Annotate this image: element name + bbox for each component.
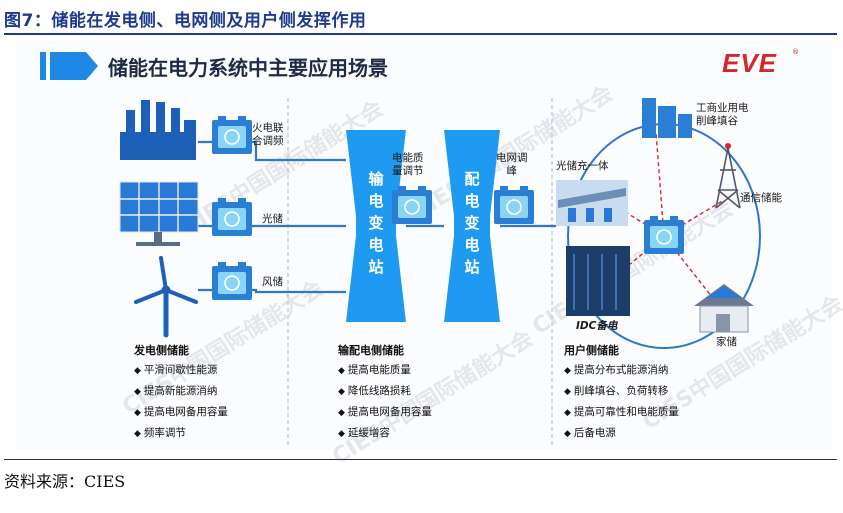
label-idc: IDC备电	[576, 320, 618, 332]
label-pv-storage: 光储	[262, 213, 283, 225]
section-title-generation: 发电侧储能	[134, 344, 189, 357]
bullet-item: 提高电能质量	[338, 362, 411, 377]
label-thermal-frequency: 火电联 合调频	[252, 122, 284, 148]
bullet-item: 后备电源	[564, 425, 616, 440]
bullet-item: 削峰填谷、负荷转移	[564, 383, 669, 398]
label-telecom: 通信储能	[740, 192, 782, 204]
bullet-item: 提高电网备用容量	[134, 404, 228, 419]
section-title-grid: 输配电侧储能	[338, 344, 404, 357]
bullet-item: 提高电网备用容量	[338, 404, 432, 419]
label-pv-charging: 光储充一体	[556, 160, 609, 172]
pv-charging-station-image	[556, 180, 628, 226]
tower-text: 配电变电站	[464, 170, 480, 276]
transmission-substation-label: 输电变电站	[366, 168, 386, 278]
label-power-quality: 电能质 量调节	[392, 152, 424, 177]
diagram-graphics	[119, 98, 761, 445]
label-commercial: 工商业用电 削峰填谷	[696, 102, 749, 127]
distribution-substation-tower	[444, 130, 500, 322]
figure-caption: 图7：储能在发电侧、电网侧及用户侧发挥作用	[4, 11, 367, 31]
source-note: 资料来源：CIES	[4, 472, 126, 491]
battery-icon	[212, 262, 252, 300]
battery-icon	[392, 186, 432, 224]
battery-icon	[212, 116, 252, 154]
panel-title: 储能在电力系统中主要应用场景	[108, 56, 388, 80]
thermal-plant-icon	[120, 100, 196, 160]
top-rule	[4, 33, 837, 35]
bullet-item: 提高可靠性和电能质量	[564, 404, 679, 419]
eve-logo: EVE	[722, 48, 778, 78]
bullet-item: 延缓增容	[338, 425, 390, 440]
diagram-panel: CIES中国国际储能大会 CIES中国国际储能大会 CIES中国国际储能大会 C…	[16, 40, 843, 470]
idc-server-image	[566, 246, 630, 316]
bullet-item: 提高新能源消纳	[134, 383, 218, 398]
label-line: 火电联 合调频	[252, 122, 284, 147]
section-title-user: 用户侧储能	[564, 344, 619, 357]
label-wind-storage: 风储	[262, 276, 283, 288]
label-peak-shaving-grid: 电网调 峰	[496, 152, 528, 177]
bullet-item: 降低线路损耗	[338, 383, 411, 398]
label-home: 家储	[716, 336, 737, 348]
house-icon	[694, 284, 754, 333]
battery-icon	[644, 216, 684, 254]
wind-turbine-icon	[134, 256, 198, 338]
battery-icon	[212, 198, 252, 236]
transmission-substation-tower	[346, 130, 406, 322]
title-marker-icon	[40, 52, 98, 80]
distribution-substation-label: 配电变电站	[462, 168, 482, 278]
battery-icon	[494, 186, 534, 224]
tower-text: 输电变电站	[368, 170, 384, 276]
bullet-item: 平滑间歇性能源	[134, 362, 218, 377]
solar-panel-icon	[119, 181, 199, 246]
telecom-tower-icon	[715, 143, 741, 209]
bullet-item: 提高分布式能源消纳	[564, 362, 669, 377]
logo-registered-mark: ®	[792, 48, 799, 56]
bullet-item: 频率调节	[134, 425, 186, 440]
commercial-building-icon	[642, 98, 692, 138]
bottom-rule	[4, 459, 837, 460]
